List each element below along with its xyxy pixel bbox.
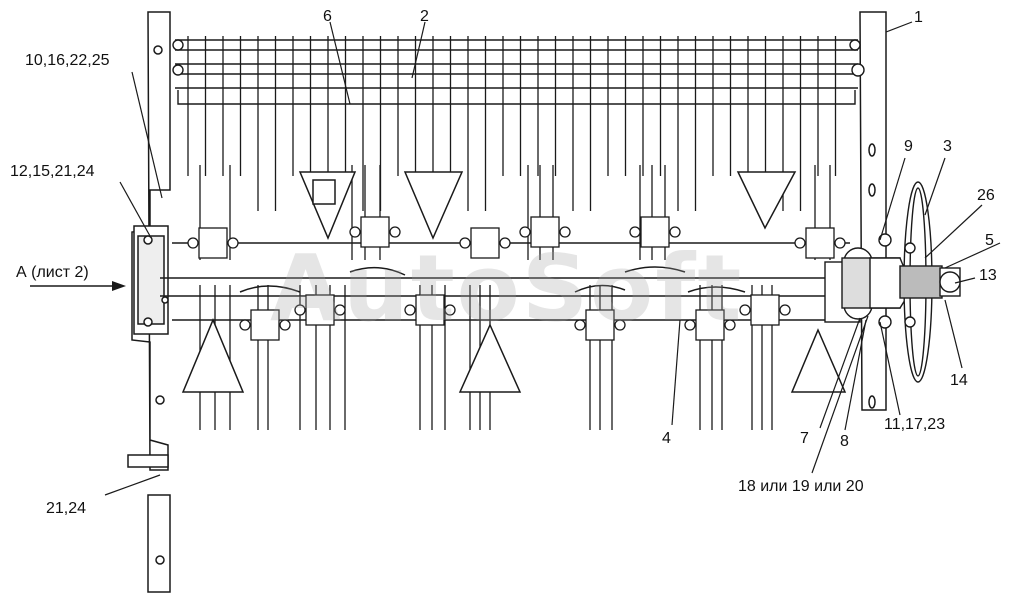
callout-2: 2 <box>420 8 429 25</box>
callout-6: 6 <box>323 8 332 25</box>
leader-lines <box>104 21 1001 496</box>
hub-bolt <box>389 226 401 238</box>
upper-tines <box>187 36 837 211</box>
tine-hub <box>198 227 228 259</box>
callout-18-19-20: 18 или 19 или 20 <box>738 478 864 495</box>
deflector-plate <box>736 171 797 230</box>
tine-hub <box>640 216 670 248</box>
hub-bolt <box>187 237 199 249</box>
tine-hub <box>530 216 560 248</box>
callout-26: 26 <box>977 187 995 204</box>
hub-bolt <box>349 226 361 238</box>
hub-bolt <box>724 319 736 331</box>
tine-hub <box>415 294 445 326</box>
hub-bolt <box>279 319 291 331</box>
deflector-plate <box>458 323 522 393</box>
tine-hub <box>470 227 500 259</box>
hub-bolt <box>499 237 511 249</box>
callout-4: 4 <box>662 430 671 447</box>
callout-5: 5 <box>985 232 994 249</box>
hub-bolt <box>444 304 456 316</box>
hub-bolt <box>779 304 791 316</box>
callout-11-17-23: 11,17,23 <box>884 416 946 433</box>
tine-hub <box>750 294 780 326</box>
hub-bolt <box>614 319 626 331</box>
hub-bolt <box>239 319 251 331</box>
deflector-plates <box>181 171 847 393</box>
hub-bolt <box>459 237 471 249</box>
hub-bolt <box>629 226 641 238</box>
hub-bolt <box>559 226 571 238</box>
hub-bolt <box>684 319 696 331</box>
deflector-window <box>312 179 336 205</box>
watermark: AutoSoft <box>270 235 744 342</box>
hub-bolt <box>669 226 681 238</box>
callout-14: 14 <box>950 372 968 389</box>
tine-hub <box>585 309 615 341</box>
left-side-plate <box>127 11 171 593</box>
hub-bolt <box>404 304 416 316</box>
tine-hub <box>805 227 835 259</box>
hub-bolt <box>227 237 239 249</box>
callout-13: 13 <box>979 267 997 284</box>
hub-bolt <box>294 304 306 316</box>
tine-hub <box>250 309 280 341</box>
hub-bolt <box>834 237 846 249</box>
callout-1: 1 <box>914 9 923 26</box>
callout-8: 8 <box>840 433 849 450</box>
hub-bolt <box>519 226 531 238</box>
hub-bolt <box>794 237 806 249</box>
drive-assembly <box>824 181 961 383</box>
hub-bolt <box>574 319 586 331</box>
curved-guides <box>239 266 746 293</box>
callout-3: 3 <box>943 138 952 155</box>
tine-hub <box>360 216 390 248</box>
view-label: А (лист 2) <box>16 264 89 281</box>
callout-9: 9 <box>904 138 913 155</box>
tine-hubs <box>187 216 846 341</box>
rake-frame <box>172 39 865 105</box>
tine-hub <box>695 309 725 341</box>
deflector-plate <box>403 171 464 240</box>
deflector-plate <box>181 318 245 393</box>
hub-bolt <box>739 304 751 316</box>
beater-shaft <box>160 242 850 321</box>
view-arrow <box>30 281 126 291</box>
hub-bolt <box>334 304 346 316</box>
callout-10-16-22-25: 10,16,22,25 <box>25 52 110 69</box>
callout-21-24: 21,24 <box>46 500 87 517</box>
tine-hub <box>305 294 335 326</box>
callout-7: 7 <box>800 430 809 447</box>
deflector-plate <box>790 328 847 393</box>
callout-12-15-21-24: 12,15,21,24 <box>10 163 95 180</box>
